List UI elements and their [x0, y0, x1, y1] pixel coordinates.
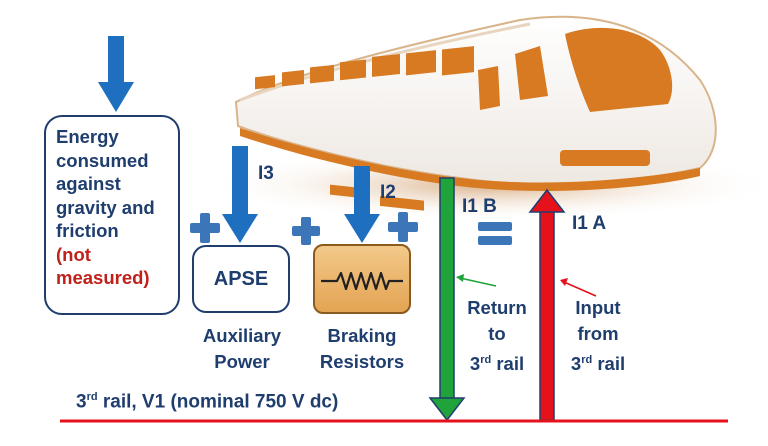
input-pointer [560, 278, 597, 297]
energy-consumption-box: Energy consumed against gravity and fric… [44, 115, 180, 315]
caption-line: 3rd rail [570, 353, 626, 375]
plus-icon [292, 217, 320, 245]
caption-line: Resistors [319, 351, 405, 372]
caption-line: 3rd rail [469, 353, 525, 375]
energy-note: measured) [56, 267, 150, 288]
energy-line: Energy [56, 126, 119, 147]
input-caption: Input from 3rd rail [556, 295, 640, 377]
braking-resistor-box [313, 244, 411, 314]
i2-arrow [344, 166, 380, 243]
apse-label: APSE [213, 267, 269, 290]
caption-line: to [488, 323, 506, 344]
return-pointer [456, 274, 497, 287]
auxiliary-power-caption: Auxiliary Power [190, 323, 294, 375]
braking-resistors-caption: Braking Resistors [310, 323, 414, 375]
caption-line: Braking [327, 325, 397, 346]
third-rail-label: 3rd rail, V1 (nominal 750 V dc) [76, 391, 339, 413]
energy-line: friction [56, 220, 119, 241]
train-windshield [565, 27, 673, 112]
energy-line: gravity and [56, 196, 155, 218]
caption-line: Auxiliary [202, 325, 282, 346]
i1b-label: I1 B [462, 196, 497, 217]
train-side-window [515, 46, 548, 100]
return-caption: Return to 3rd rail [452, 295, 542, 377]
i2-label: I2 [380, 182, 396, 203]
train-illustration [200, 15, 768, 221]
gravity-arrow [98, 36, 134, 112]
i1a-label: I1 A [572, 213, 607, 234]
resistor-icon [321, 271, 403, 291]
caption-line: Input [575, 297, 621, 318]
train-windows [255, 46, 474, 90]
caption-line: Return [467, 297, 527, 318]
equals-icon [478, 222, 512, 245]
train-lower-stripe [240, 128, 700, 191]
return-current-arrow [428, 177, 466, 422]
plus-icon [190, 213, 220, 243]
caption-line: Power [214, 351, 270, 372]
plus-icon [388, 212, 418, 242]
i3-arrow [222, 146, 258, 243]
energy-line: consumed [56, 149, 149, 171]
train-door [478, 66, 500, 110]
caption-line: from [577, 323, 619, 344]
energy-line: against [56, 173, 121, 194]
energy-note: (not [56, 243, 91, 265]
apse-box: APSE [192, 245, 290, 313]
i3-label: I3 [258, 163, 274, 184]
